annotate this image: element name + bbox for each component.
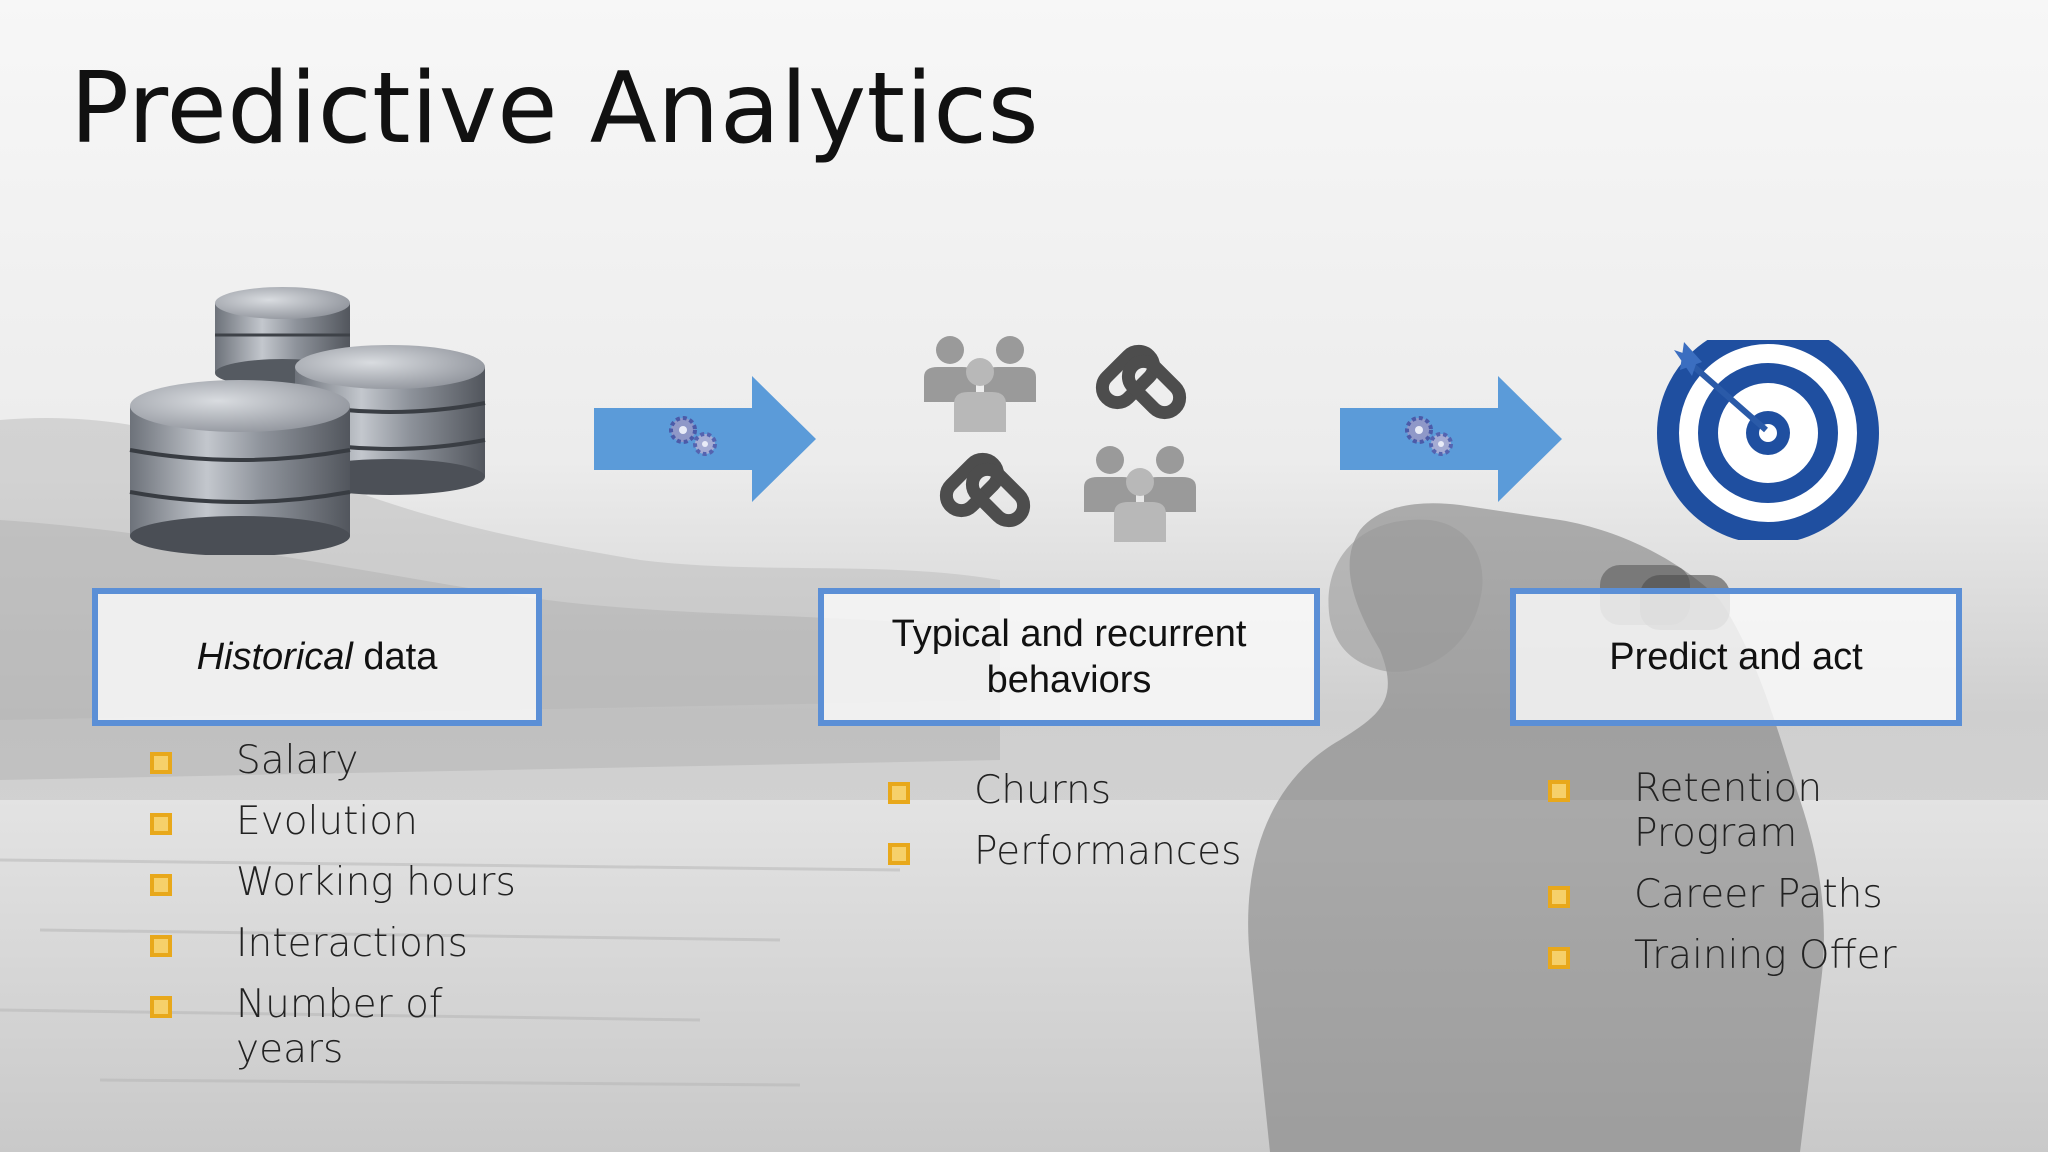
- bullet-square-icon: [150, 874, 172, 896]
- behaviors-list: Churns Performances: [888, 768, 1308, 890]
- bullet-square-icon: [150, 996, 172, 1018]
- bullet-square-icon: [150, 752, 172, 774]
- list-item: Performances: [888, 829, 1308, 874]
- list-item: Training Offer: [1548, 933, 1948, 978]
- predict-act-list: Retention Program Career Paths Training …: [1548, 766, 1948, 994]
- target-dart-icon: [1657, 340, 1879, 540]
- page-title: Predictive Analytics: [70, 52, 1040, 166]
- list-item: Retention Program: [1548, 766, 1864, 856]
- step-label-italic: Historical: [196, 636, 353, 678]
- bullet-square-icon: [888, 782, 910, 804]
- people-group-icon: [1084, 446, 1196, 542]
- bullet-square-icon: [1548, 947, 1570, 969]
- list-item: Working hours: [150, 860, 550, 905]
- bullet-square-icon: [150, 813, 172, 835]
- step-label: Predict and act: [1609, 636, 1863, 678]
- list-item: Interactions: [150, 921, 550, 966]
- bullet-square-icon: [1548, 886, 1570, 908]
- list-item: Churns: [888, 768, 1308, 813]
- database-stack-icon: [129, 287, 486, 555]
- step-label: Historical data: [197, 634, 438, 680]
- list-item: Number of years: [150, 982, 466, 1072]
- step-label-rest: data: [352, 636, 438, 678]
- chain-link-icon: [939, 452, 1031, 528]
- list-item: Career Paths: [1548, 872, 1948, 917]
- step-box-historical-data: Historical data: [92, 588, 542, 726]
- list-item: Salary: [150, 738, 550, 783]
- people-group-icon: [924, 336, 1036, 432]
- bullet-square-icon: [1548, 780, 1570, 802]
- historical-data-list: Salary Evolution Working hours Interacti…: [150, 738, 550, 1088]
- list-item: Evolution: [150, 799, 550, 844]
- step-label: Typical and recurrent behaviors: [891, 613, 1247, 701]
- process-arrow-gears-icon: [1340, 376, 1562, 502]
- step-box-behaviors: Typical and recurrent behaviors: [818, 588, 1320, 726]
- bullet-square-icon: [888, 843, 910, 865]
- bullet-square-icon: [150, 935, 172, 957]
- step-box-predict-act: Predict and act: [1510, 588, 1962, 726]
- process-arrow-gears-icon: [594, 376, 816, 502]
- chain-link-icon: [1095, 344, 1187, 420]
